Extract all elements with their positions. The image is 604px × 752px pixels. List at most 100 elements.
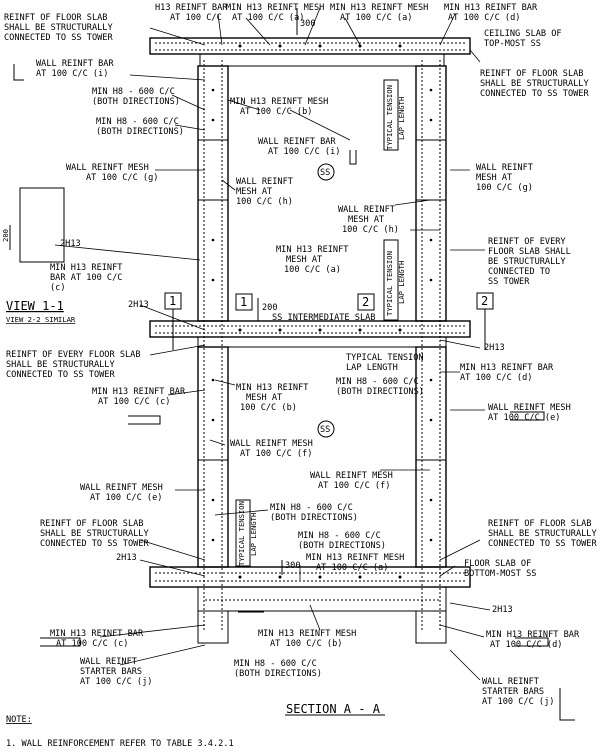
label-text: MIN H8 - 600 C/C <box>336 377 419 387</box>
view-subtitle: VIEW 2-2 SIMILAR <box>6 315 76 324</box>
lap-bracket-low <box>235 499 251 567</box>
section-marker-2-mid <box>357 293 375 311</box>
label-text: MIN H13 REINFT BAR <box>92 387 186 397</box>
label-text: MESH AT <box>246 393 282 403</box>
label-text: (c) <box>50 283 66 293</box>
label-text: AT 100 C/C (b) <box>270 639 342 649</box>
label-text: 2H13 <box>60 239 81 249</box>
label-text: REINFT OF FLOOR SLAB <box>40 519 143 529</box>
label-text: AT 100 C/C (i) <box>36 69 108 79</box>
label-text: MIN H13 REINFT BAR <box>444 3 538 13</box>
label-text: WALL REINFT <box>80 657 137 667</box>
label-text: (BOTH DIRECTIONS) <box>92 97 180 107</box>
label-text: 2H13 <box>128 300 149 310</box>
label-text: SS TOWER <box>488 277 530 287</box>
label-text: MESH AT <box>348 215 384 225</box>
label-text: MIN H13 REINFT <box>50 263 122 273</box>
view-title: VIEW 1-1 <box>6 299 64 313</box>
label-text: WALL REINFT MESH <box>230 439 313 449</box>
label-text: 100 C/C (b) <box>240 403 297 413</box>
label-text: REINFT OF EVERY FLOOR SLAB <box>6 350 141 360</box>
label-text: CONNECTED TO SS TOWER <box>480 89 589 99</box>
label-text: SHALL BE STRUCTURALLY <box>488 529 597 539</box>
label-text: MIN H8 - 600 C/C <box>96 117 179 127</box>
label-text: SHALL BE STRUCTURALLY <box>480 79 589 89</box>
label-text: LAP LENGTH <box>346 363 398 373</box>
label-text: AT 100 C/C (c) <box>98 397 170 407</box>
lap-bracket-mid <box>383 239 399 321</box>
label-text: SHALL BE STRUCTURALLY <box>6 360 115 370</box>
label-text: H13 REINFT BAR <box>155 3 228 13</box>
label-top-left-reinft: REINFT OF FLOOR SLAB <box>4 13 107 23</box>
intermediate-slab-lower <box>197 336 447 348</box>
label-text: MIN H13 REINFT <box>276 245 348 255</box>
label-text: 2H13 <box>484 343 505 353</box>
dimension-label: 200 <box>262 303 278 313</box>
ss-circle-lower <box>317 420 335 438</box>
label-text: 100 C/C (a) <box>284 265 341 275</box>
note-1: 1. WALL REINFORCEMENT REFER TO TABLE 3.4… <box>6 739 234 749</box>
label-text: MIN H8 - 600 C/C <box>270 503 353 513</box>
ss-label: SS <box>320 425 330 435</box>
label-text: LAP LENGTH <box>397 261 406 304</box>
label-text: AT 100 C/C <box>170 13 222 23</box>
label-text: MESH AT <box>286 255 322 265</box>
label-text: AT 100 C/C (b) <box>240 107 312 117</box>
label-text: STARTER BARS <box>482 687 544 697</box>
label-text: WALL REINFT MESH <box>66 163 149 173</box>
left-footing <box>197 610 229 644</box>
label-text: CONNECTED TO SS TOWER <box>4 33 113 43</box>
label-text: TYPICAL TENSION <box>385 251 394 316</box>
label-text: (BOTH DIRECTIONS) <box>270 513 358 523</box>
label-text: AT 100 C/C (d) <box>460 373 532 383</box>
label-text: MIN H8 - 600 C/C <box>234 659 317 669</box>
label-text: WALL REINFT MESH <box>488 403 571 413</box>
label-text: FLOOR SLAB OF <box>464 559 531 569</box>
section-title: SECTION A - A <box>286 702 381 716</box>
label-text: MESH AT <box>236 187 272 197</box>
label-text: WALL REINFT BAR <box>258 137 336 147</box>
label-text: (BOTH DIRECTIONS) <box>336 387 424 397</box>
right-wall-upper <box>415 65 447 322</box>
label-text: WALL REINFT <box>482 677 539 687</box>
label-text: MESH AT <box>476 173 512 183</box>
dimension-label: 300 <box>300 19 316 29</box>
label-text: 100 C/C (h) <box>236 197 293 207</box>
label-text: CONNECTED TO <box>488 267 550 277</box>
label-text: WALL REINFT <box>338 205 395 215</box>
label-text: WALL REINFT <box>236 177 293 187</box>
label-text: BE STRUCTURALLY <box>488 257 566 267</box>
label-text: AT 100 C/C (j) <box>482 697 554 707</box>
label-text: MIN H13 REINFT BAR <box>50 629 144 639</box>
ss-label: SS <box>320 168 330 178</box>
label-text: TYPICAL TENSION <box>346 353 424 363</box>
label-text: AT 100 C/C (j) <box>80 677 152 687</box>
label-text: (BOTH DIRECTIONS) <box>96 127 184 137</box>
label-text: (BOTH DIRECTIONS) <box>234 669 322 679</box>
label-text: MIN H13 REINFT MESH <box>258 629 356 639</box>
label-text: CEILING SLAB OF <box>484 29 562 39</box>
label-text: TYPICAL TENSION <box>385 85 394 150</box>
section-marker-1-mid <box>235 293 253 311</box>
label-text: TYPICAL TENSION <box>237 501 246 566</box>
label-text: MIN H8 - 600 C/C <box>92 87 175 97</box>
right-footing <box>415 610 447 644</box>
label-text: CONNECTED TO SS TOWER <box>6 370 115 380</box>
bottom-slab-base <box>197 586 447 612</box>
label-text: CONNECTED TO SS TOWER <box>488 539 597 549</box>
rebar-dots <box>211 44 433 579</box>
section-number: 2 <box>362 295 369 309</box>
label-text: MIN H13 REINFT <box>236 383 308 393</box>
label-text: AT 100 C/C (f) <box>318 481 390 491</box>
label-text: (BOTH DIRECTIONS) <box>298 541 386 551</box>
label-text: MIN H13 REINFT BAR <box>486 630 580 640</box>
section-number: 1 <box>240 295 247 309</box>
label-text: AT 100 C/C (g) <box>86 173 158 183</box>
label-text: AT 100 C/C (a) <box>316 563 388 573</box>
label-text: BAR AT 100 C/C <box>50 273 122 283</box>
label-text: LAP LENGTH <box>249 513 258 556</box>
label-text: WALL REINFT <box>476 163 533 173</box>
label-text: BOTTOM-MOST SS <box>464 569 536 579</box>
label-text: AT 100 C/C (e) <box>90 493 162 503</box>
